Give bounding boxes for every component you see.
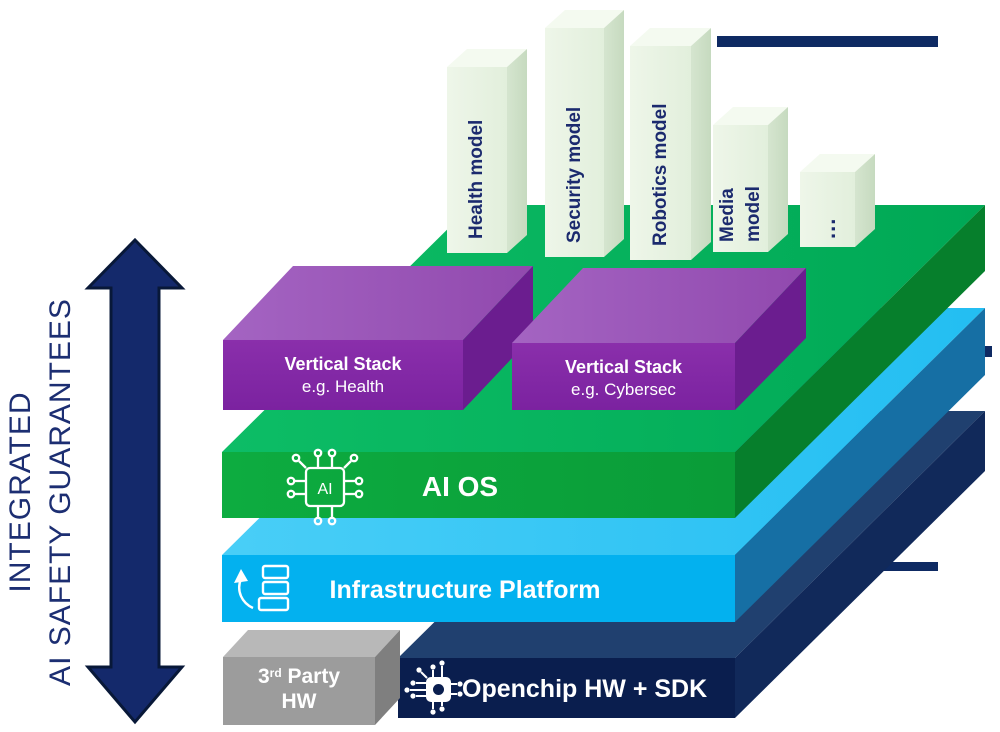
third-party-hw-line1: 3rd Party bbox=[223, 661, 375, 689]
third-party-hw-label: 3rd Party HW bbox=[223, 661, 375, 714]
bar-health-model bbox=[447, 49, 527, 253]
vertical-stack-cybersec-subtitle: e.g. Cybersec bbox=[571, 380, 676, 399]
chip-circuit-icon bbox=[404, 660, 463, 715]
bar-security-model bbox=[545, 10, 624, 257]
ai-os-label: AI OS bbox=[421, 471, 499, 502]
third-party-number: 3 bbox=[257, 665, 270, 688]
bar-media-model bbox=[713, 107, 788, 252]
vertical-stack-cybersec-title: Vertical Stack bbox=[564, 357, 683, 377]
ai-chip-icon: AI bbox=[286, 448, 364, 526]
box-vertical-stack-health bbox=[223, 266, 533, 410]
vertical-stack-health-caption: Vertical Stack e.g. Health bbox=[223, 352, 463, 398]
safety-axis-label: INTEGRATED AI SAFETY GUARANTEES bbox=[1, 272, 81, 712]
bar-label-media-model: Media model bbox=[713, 125, 768, 252]
third-party-rest: Party bbox=[287, 665, 341, 688]
bar-label-media-line1: Media bbox=[717, 188, 738, 242]
bar-label-more-models: ... bbox=[815, 217, 840, 239]
connector-line-top-right bbox=[717, 36, 938, 47]
connector-line-right bbox=[882, 562, 938, 571]
safety-axis-line2: AI SAFETY GUARANTEES bbox=[44, 298, 77, 686]
safety-axis-line1: INTEGRATED bbox=[4, 391, 37, 593]
openchip-label: Openchip HW + SDK bbox=[462, 675, 708, 703]
vertical-stack-health-title: Vertical Stack bbox=[284, 354, 402, 374]
infrastructure-label: Infrastructure Platform bbox=[329, 576, 601, 604]
third-party-ordinal: rd bbox=[269, 666, 282, 680]
vertical-stack-cybersec-caption: Vertical Stack e.g. Cybersec bbox=[512, 355, 735, 401]
box-vertical-stack-cybersec bbox=[512, 268, 806, 410]
ai-chip-icon-text: AI bbox=[317, 481, 332, 498]
safety-guarantees-arrow bbox=[84, 237, 186, 725]
bar-label-media-line2: model bbox=[743, 186, 764, 242]
third-party-hw-line2: HW bbox=[281, 690, 317, 713]
bar-label-security-model: Security model bbox=[564, 106, 585, 243]
server-stack-icon bbox=[234, 564, 290, 612]
bar-label-health-model: Health model bbox=[466, 119, 487, 239]
bar-more-models bbox=[800, 154, 875, 247]
bar-robotics-model bbox=[630, 28, 711, 260]
vertical-stack-health-subtitle: e.g. Health bbox=[301, 377, 385, 396]
box-third-party-hw bbox=[223, 630, 400, 725]
bar-label-robotics-model: Robotics model bbox=[650, 103, 671, 246]
